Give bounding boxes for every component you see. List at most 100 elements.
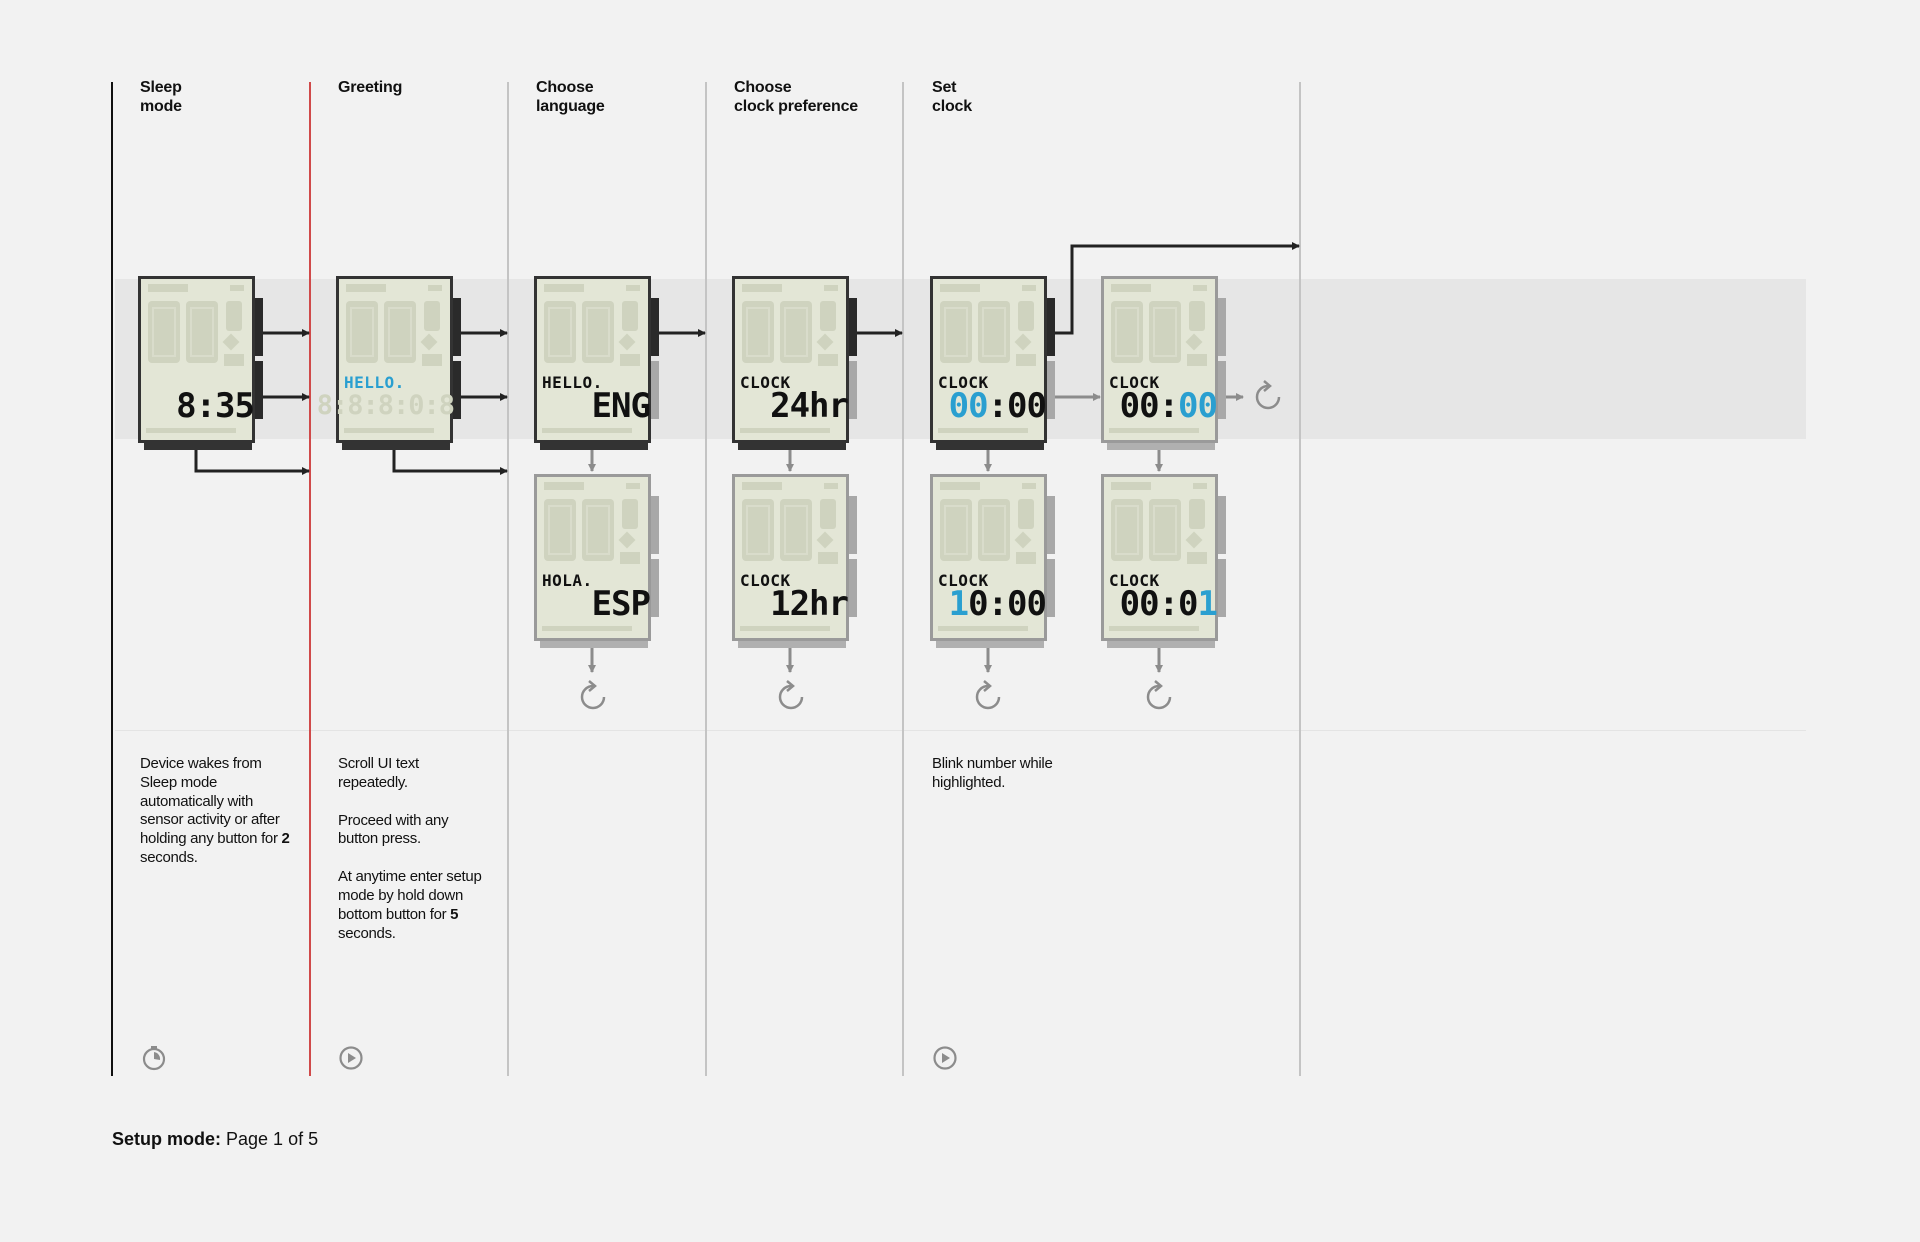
page-indicator-value: Page 1 of 5	[221, 1129, 319, 1149]
screen-value: 00:00	[948, 386, 1047, 426]
highlighted-digits: 00	[948, 386, 989, 426]
desc-part: seconds.	[140, 848, 198, 866]
column-divider-language	[507, 82, 509, 1076]
loop-icon	[778, 680, 804, 710]
column-title-greeting: Greeting	[338, 78, 402, 97]
description-text: Scroll UI text repeatedly.	[338, 755, 419, 791]
desc-emphasis: 5	[450, 905, 459, 923]
loop-icon	[1146, 680, 1172, 710]
column-divider-greeting	[309, 82, 311, 1076]
screen-value: 24hr	[770, 386, 849, 426]
play-icon	[933, 1046, 957, 1070]
title-line: mode	[140, 98, 182, 115]
page-indicator-label: Setup mode:	[112, 1129, 222, 1149]
value-digits: ENG	[591, 386, 651, 426]
column-divider-end	[1299, 82, 1301, 1076]
screen-label: CLOCK	[938, 571, 989, 590]
value-digits: 12hr	[770, 584, 849, 624]
screen-value: 10:00	[948, 584, 1047, 624]
arrow-bottom-button	[392, 448, 508, 475]
highlighted-digits: 1	[1197, 584, 1219, 624]
screen-label: CLOCK	[938, 373, 989, 392]
timer-icon	[142, 1046, 166, 1071]
screen-value: 00:01	[1119, 584, 1219, 624]
device-graphic	[1101, 474, 1226, 648]
value-digits: 00:	[1119, 386, 1179, 426]
device-sleep: 8:35	[138, 276, 264, 452]
screen-label: HELLO.	[344, 373, 405, 392]
column-title-language: Choose language	[536, 78, 605, 116]
title-line: Set	[932, 79, 957, 96]
column-title-set-clock: Set clock	[932, 78, 972, 116]
screen-label: CLOCK	[740, 373, 791, 392]
highlighted-digits: 00	[1178, 386, 1218, 426]
description-greeting: Scroll UI text repeatedly. Proceed with …	[338, 755, 488, 962]
device-graphic	[138, 276, 263, 450]
value-digits: 00:0	[1119, 584, 1199, 624]
screen-value: 8:8:8:0:8	[316, 389, 455, 423]
highlighted-digits: 1	[948, 584, 970, 624]
screen-label: CLOCK	[1109, 373, 1160, 392]
value-digits: 8:8:8:0:8	[316, 390, 455, 421]
description-sleep: Device wakes from Sleep mode automatical…	[140, 755, 290, 887]
description-set-clock: Blink number while highlighted.	[932, 755, 1082, 812]
device-graphic	[336, 276, 461, 450]
column-divider-clock-pref	[705, 82, 707, 1076]
title-line: Greeting	[338, 79, 403, 96]
column-divider-set-clock	[902, 82, 904, 1076]
desc-part: seconds.	[338, 924, 396, 942]
device-graphic	[930, 474, 1055, 648]
title-line: clock	[932, 98, 972, 115]
arrow-bottom-button	[194, 448, 310, 475]
screen-value: 00:00	[1119, 386, 1218, 426]
screen-label: HOLA.	[542, 571, 593, 590]
title-line: Choose	[536, 79, 594, 96]
device-graphic	[732, 276, 857, 450]
desc-part: At anytime enter setup mode by hold down…	[338, 868, 482, 923]
screen-label: CLOCK	[740, 571, 791, 590]
screen-label: HELLO.	[542, 373, 603, 392]
description-text: At anytime enter setup mode by hold down…	[338, 868, 488, 943]
description-divider	[115, 730, 1806, 731]
device-graphic	[534, 474, 659, 648]
value-digits: :00	[987, 386, 1047, 426]
column-title-clock-preference: Choose clock preference	[734, 78, 858, 116]
value-digits: 0:00	[968, 584, 1047, 624]
title-line: Sleep	[140, 79, 182, 96]
play-icon	[339, 1046, 363, 1070]
screen-value: 12hr	[770, 584, 849, 624]
description-text: Proceed with any button press.	[338, 811, 449, 848]
desc-emphasis: 2	[281, 830, 290, 848]
screen-value: 8:35	[176, 386, 255, 426]
title-line: clock preference	[734, 98, 858, 115]
value-digits: ESP	[591, 584, 651, 624]
device-graphic	[930, 276, 1055, 450]
arrow-exit	[1050, 242, 1300, 335]
value-digits: 8:35	[176, 386, 255, 426]
description-text: Blink number while highlighted.	[932, 755, 1053, 791]
page-indicator: Setup mode: Page 1 of 5	[112, 1129, 318, 1150]
device-graphic	[1101, 276, 1226, 450]
title-line: Choose	[734, 79, 792, 96]
screen-label: CLOCK	[1109, 571, 1160, 590]
device-language-esp: HOLA.ESP	[534, 474, 660, 650]
description-text: Device wakes from Sleep mode automatical…	[140, 755, 290, 868]
value-digits: 24hr	[770, 386, 849, 426]
column-title-sleep: Sleep mode	[140, 78, 182, 116]
loop-icon	[1255, 380, 1281, 410]
column-divider-sleep	[111, 82, 113, 1076]
screen-value: ENG	[591, 386, 651, 426]
loop-icon	[580, 680, 606, 710]
device-graphic	[732, 474, 857, 648]
device-greeting: HELLO.8:8:8:0:8	[317, 276, 462, 452]
desc-part: Device wakes from Sleep mode automatical…	[140, 755, 282, 848]
device-language-eng: HELLO.ENG	[534, 276, 660, 452]
title-line: language	[536, 98, 605, 115]
